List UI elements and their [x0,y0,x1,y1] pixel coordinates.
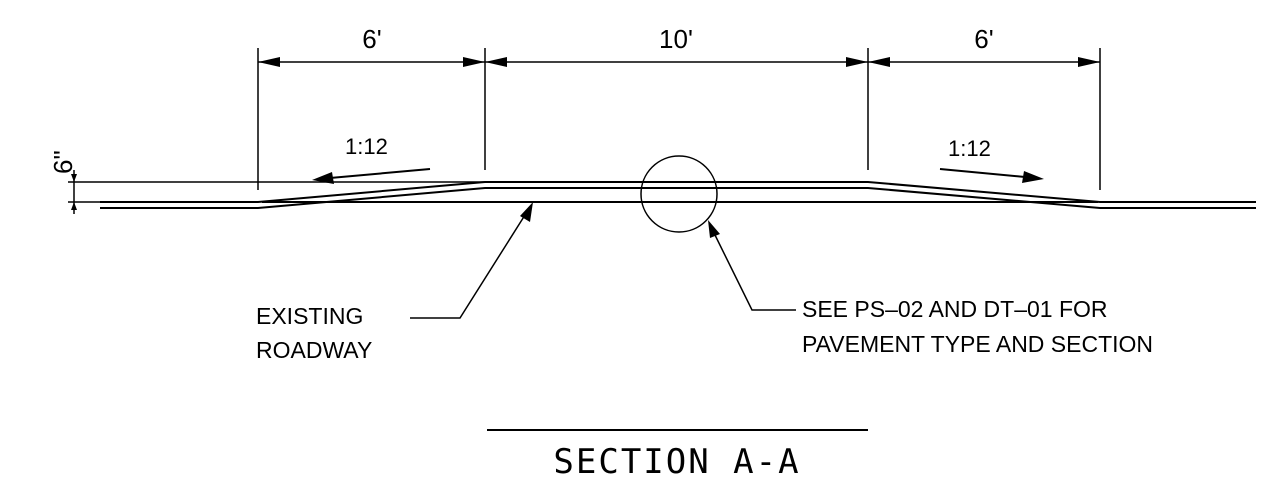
top-surface-line [100,181,1256,203]
arrowhead [463,57,485,67]
leader-line [410,214,526,319]
detail-callout-circle [640,155,718,233]
arrowhead [71,202,77,210]
arrowhead [1078,57,1100,67]
width-dimension-line [258,57,1100,67]
existing-roadway-note-line1: EXISTING [256,303,363,329]
arrowhead [312,172,334,184]
center-width-label: 10' [659,24,693,54]
arrowhead [520,202,533,222]
left-slope-indicator: 1:12 [312,134,431,184]
section-title: SECTION A-A [553,442,800,482]
right-slope-arrow-line [939,168,1026,178]
arrowhead [708,220,720,238]
height-label: 6" [48,150,78,174]
arrowhead [258,57,280,67]
see-detail-note-line2: PAVEMENT TYPE AND SECTION [802,331,1153,357]
see-detail-note-line1: SEE PS–02 AND DT–01 FOR [802,296,1108,322]
right-slope-label: 1:12 [948,136,991,161]
arrowhead [71,174,77,182]
raised-crossing-profile [100,181,1256,209]
arrowhead [868,57,890,67]
existing-roadway-leader [410,202,533,319]
height-dimension: 6" [48,150,485,214]
right-width-label: 6' [974,24,993,54]
left-slope-arrow-line [329,168,431,179]
arrowhead [1022,171,1044,183]
left-width-label: 6' [362,24,381,54]
extension-lines [257,48,1101,190]
detail-leader [708,220,796,311]
left-slope-label: 1:12 [345,134,388,159]
leader-line [713,232,796,311]
existing-roadway-note-line2: ROADWAY [256,337,372,363]
arrowhead [485,57,507,67]
right-slope-indicator: 1:12 [939,136,1044,183]
arrowhead [846,57,868,67]
inner-surface-line [100,187,1256,209]
